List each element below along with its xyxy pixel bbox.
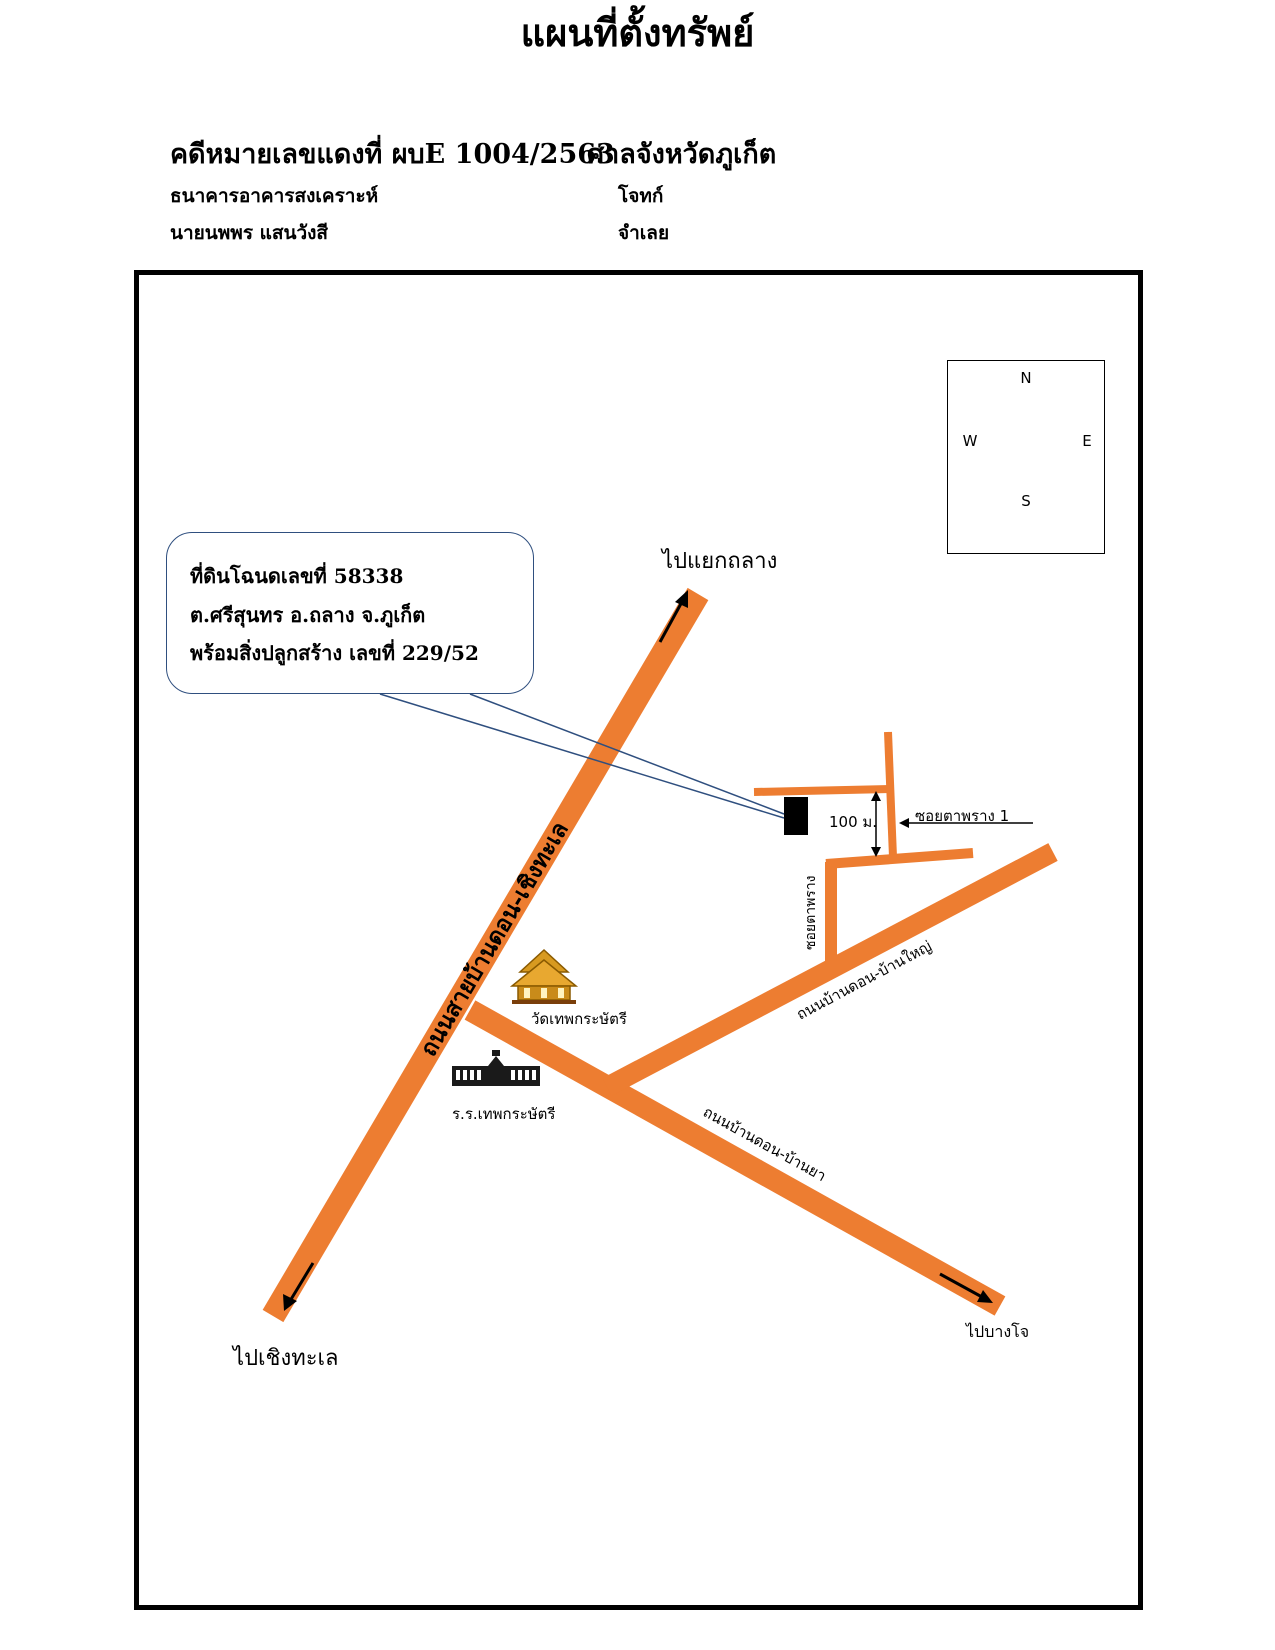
- compass-south-label: S: [1021, 492, 1031, 510]
- property-marker: [784, 797, 808, 835]
- arrow-icon: [658, 590, 688, 643]
- plaintiff-name: ธนาคารอาคารสงเคราะห์: [170, 185, 379, 207]
- compass-west-label: W: [963, 432, 978, 450]
- soi-ta-prang-1: [884, 731, 897, 858]
- main-road: [262, 587, 709, 1323]
- road-ban-yai: [602, 843, 1058, 1096]
- case-number: คดีหมายเลขแดงที่ ผบE 1004/2563: [170, 139, 615, 170]
- soi-pointer-arrow-icon: [899, 818, 1033, 828]
- school-label: ร.ร.เทพกระษัตรี: [452, 1105, 556, 1123]
- distance-label: 100 ม.: [829, 813, 878, 831]
- callout-building-number: พร้อมสิ่งปลูกสร้าง เลขที่ 229/52: [190, 641, 479, 665]
- compass-letters: N S E W: [963, 369, 1092, 510]
- plaintiff-role: โจทก์: [618, 185, 664, 207]
- court-name: ศาลจังหวัดภูเก็ต: [587, 139, 777, 170]
- arrow-icon: [939, 1272, 993, 1303]
- dest-north-label: ไปแยกถลาง: [662, 549, 778, 574]
- dest-south-label: ไปเชิงทะเล: [233, 1346, 339, 1371]
- soi-ta-prang-1-branch: [753, 785, 891, 796]
- temple-icon: [509, 948, 579, 1004]
- callout-deed-number: ที่ดินโฉนดเลขที่ 58338: [190, 564, 404, 588]
- arrow-icon: [283, 1262, 315, 1311]
- defendant-name: นายนพพร แสนวังสี: [170, 222, 329, 244]
- soi-ta-prang-label: ซอยตาพราง: [803, 875, 819, 950]
- callout-pointer-line: [379, 693, 785, 819]
- property-callout: [166, 532, 534, 694]
- defendant-role: จำเลย: [618, 222, 670, 244]
- distance-arrow-icon: [871, 791, 881, 857]
- soi-ta-prang-connector: [825, 848, 974, 869]
- callout-pointer-line: [469, 693, 785, 815]
- map-frame: [134, 270, 1143, 1610]
- road-ban-ya: [464, 1000, 1006, 1316]
- temple-label: วัดเทพกระษัตรี: [531, 1010, 627, 1028]
- compass-box: [947, 360, 1105, 554]
- school-icon: [452, 1050, 540, 1086]
- soi-ta-prang-1-label: ซอยตาพราง 1: [915, 807, 1010, 825]
- callout-location: ต.ศรีสุนทร อ.ถลาง จ.ภูเก็ต: [190, 603, 426, 627]
- dest-east-label: ไปบางโจ: [966, 1322, 1030, 1341]
- page-title: แผนที่ตั้งทรัพย์: [520, 10, 755, 55]
- compass-north-label: N: [1020, 369, 1031, 387]
- compass-east-label: E: [1082, 432, 1091, 450]
- compass-center-dot: [1024, 438, 1028, 442]
